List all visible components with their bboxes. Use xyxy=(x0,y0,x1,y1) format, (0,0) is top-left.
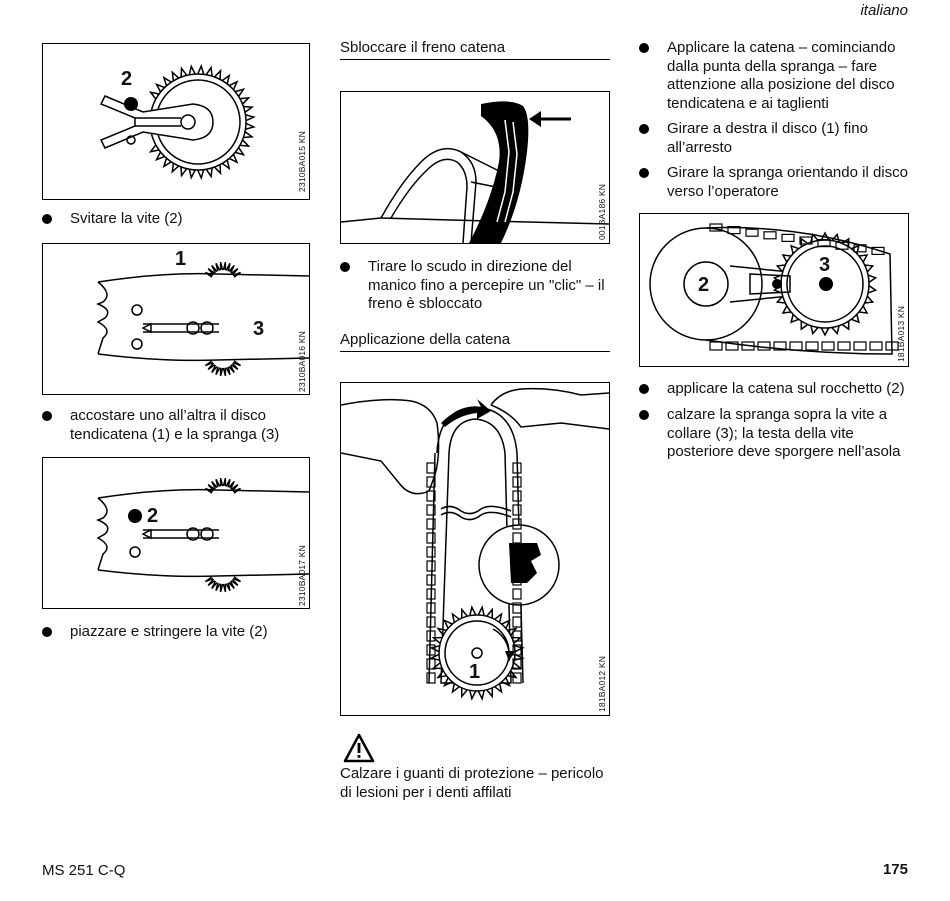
callout-1: 1 xyxy=(175,248,187,270)
callout-1: 1 xyxy=(469,661,481,683)
warning-icon xyxy=(343,733,375,763)
bullet-apply-chain: Applicare la catena – cominciando dalla … xyxy=(639,39,914,115)
bullet-apply-sprocket: applicare la catena sul rocchetto (2) xyxy=(639,380,914,400)
bullet-turn-disc: Girare a destra il disco (1) fino all’ar… xyxy=(639,120,914,160)
figure-chain-brake: 001BA186 KN xyxy=(340,91,610,244)
bullet-dot xyxy=(639,410,649,420)
figure-code: 2310BA015 KN xyxy=(297,131,307,192)
bullet-dot xyxy=(639,384,649,394)
figure-code: 181BA013 KN xyxy=(896,305,906,362)
bullet-dot xyxy=(340,262,350,272)
bullet-release-brake: Tirare lo scudo in direzione del manico … xyxy=(340,258,615,316)
figure-tensioner-align: 1 3 2310BA016 KN xyxy=(42,243,310,395)
bullet-unscrew: Svitare la vite (2) xyxy=(42,210,310,230)
callout-3: 3 xyxy=(819,254,831,276)
figure-code: 001BA186 KN xyxy=(597,183,607,240)
bullet-dot xyxy=(42,411,52,421)
bullet-dot xyxy=(42,627,52,637)
bullet-dot xyxy=(42,214,52,224)
page-number: 175 xyxy=(882,861,908,878)
callout-2: 2 xyxy=(147,505,159,527)
callout-3: 3 xyxy=(253,318,265,340)
language-label: italiano xyxy=(860,2,908,19)
figure-code: 181BA012 KN xyxy=(597,655,607,712)
figure-code: 2310BA017 KN xyxy=(297,545,307,606)
warning-text: Calzare i guanti di protezione – pericol… xyxy=(340,765,604,801)
bullet-align: accostare uno all’altra il disco tendica… xyxy=(42,407,310,447)
figure-chain-install: 1 181BA012 KN xyxy=(340,382,610,716)
callout-2: 2 xyxy=(698,274,710,296)
section-title-brake: Sbloccare il freno catena xyxy=(340,39,610,60)
figure-screw-tighten: 2 2310BA017 KN xyxy=(42,457,310,609)
section-title-chain: Applicazione della catena xyxy=(340,331,610,352)
bullet-fit-bar: calzare la spranga sopra la vite a colla… xyxy=(639,406,914,464)
bullet-dot xyxy=(639,43,649,53)
callout-2: 2 xyxy=(121,68,133,90)
figure-sprocket-mount: 2 3 181BA013 KN xyxy=(639,213,909,367)
bullet-turn-bar: Girare la spranga orientando il disco ve… xyxy=(639,164,914,204)
figure-screw-loosen: 2 2310BA015 KN xyxy=(42,43,310,200)
figure-code: 2310BA016 KN xyxy=(297,331,307,392)
bullet-tighten: piazzare e stringere la vite (2) xyxy=(42,623,310,643)
bullet-dot xyxy=(639,168,649,178)
bullet-dot xyxy=(639,124,649,134)
model-name: MS 251 C-Q xyxy=(42,862,126,879)
